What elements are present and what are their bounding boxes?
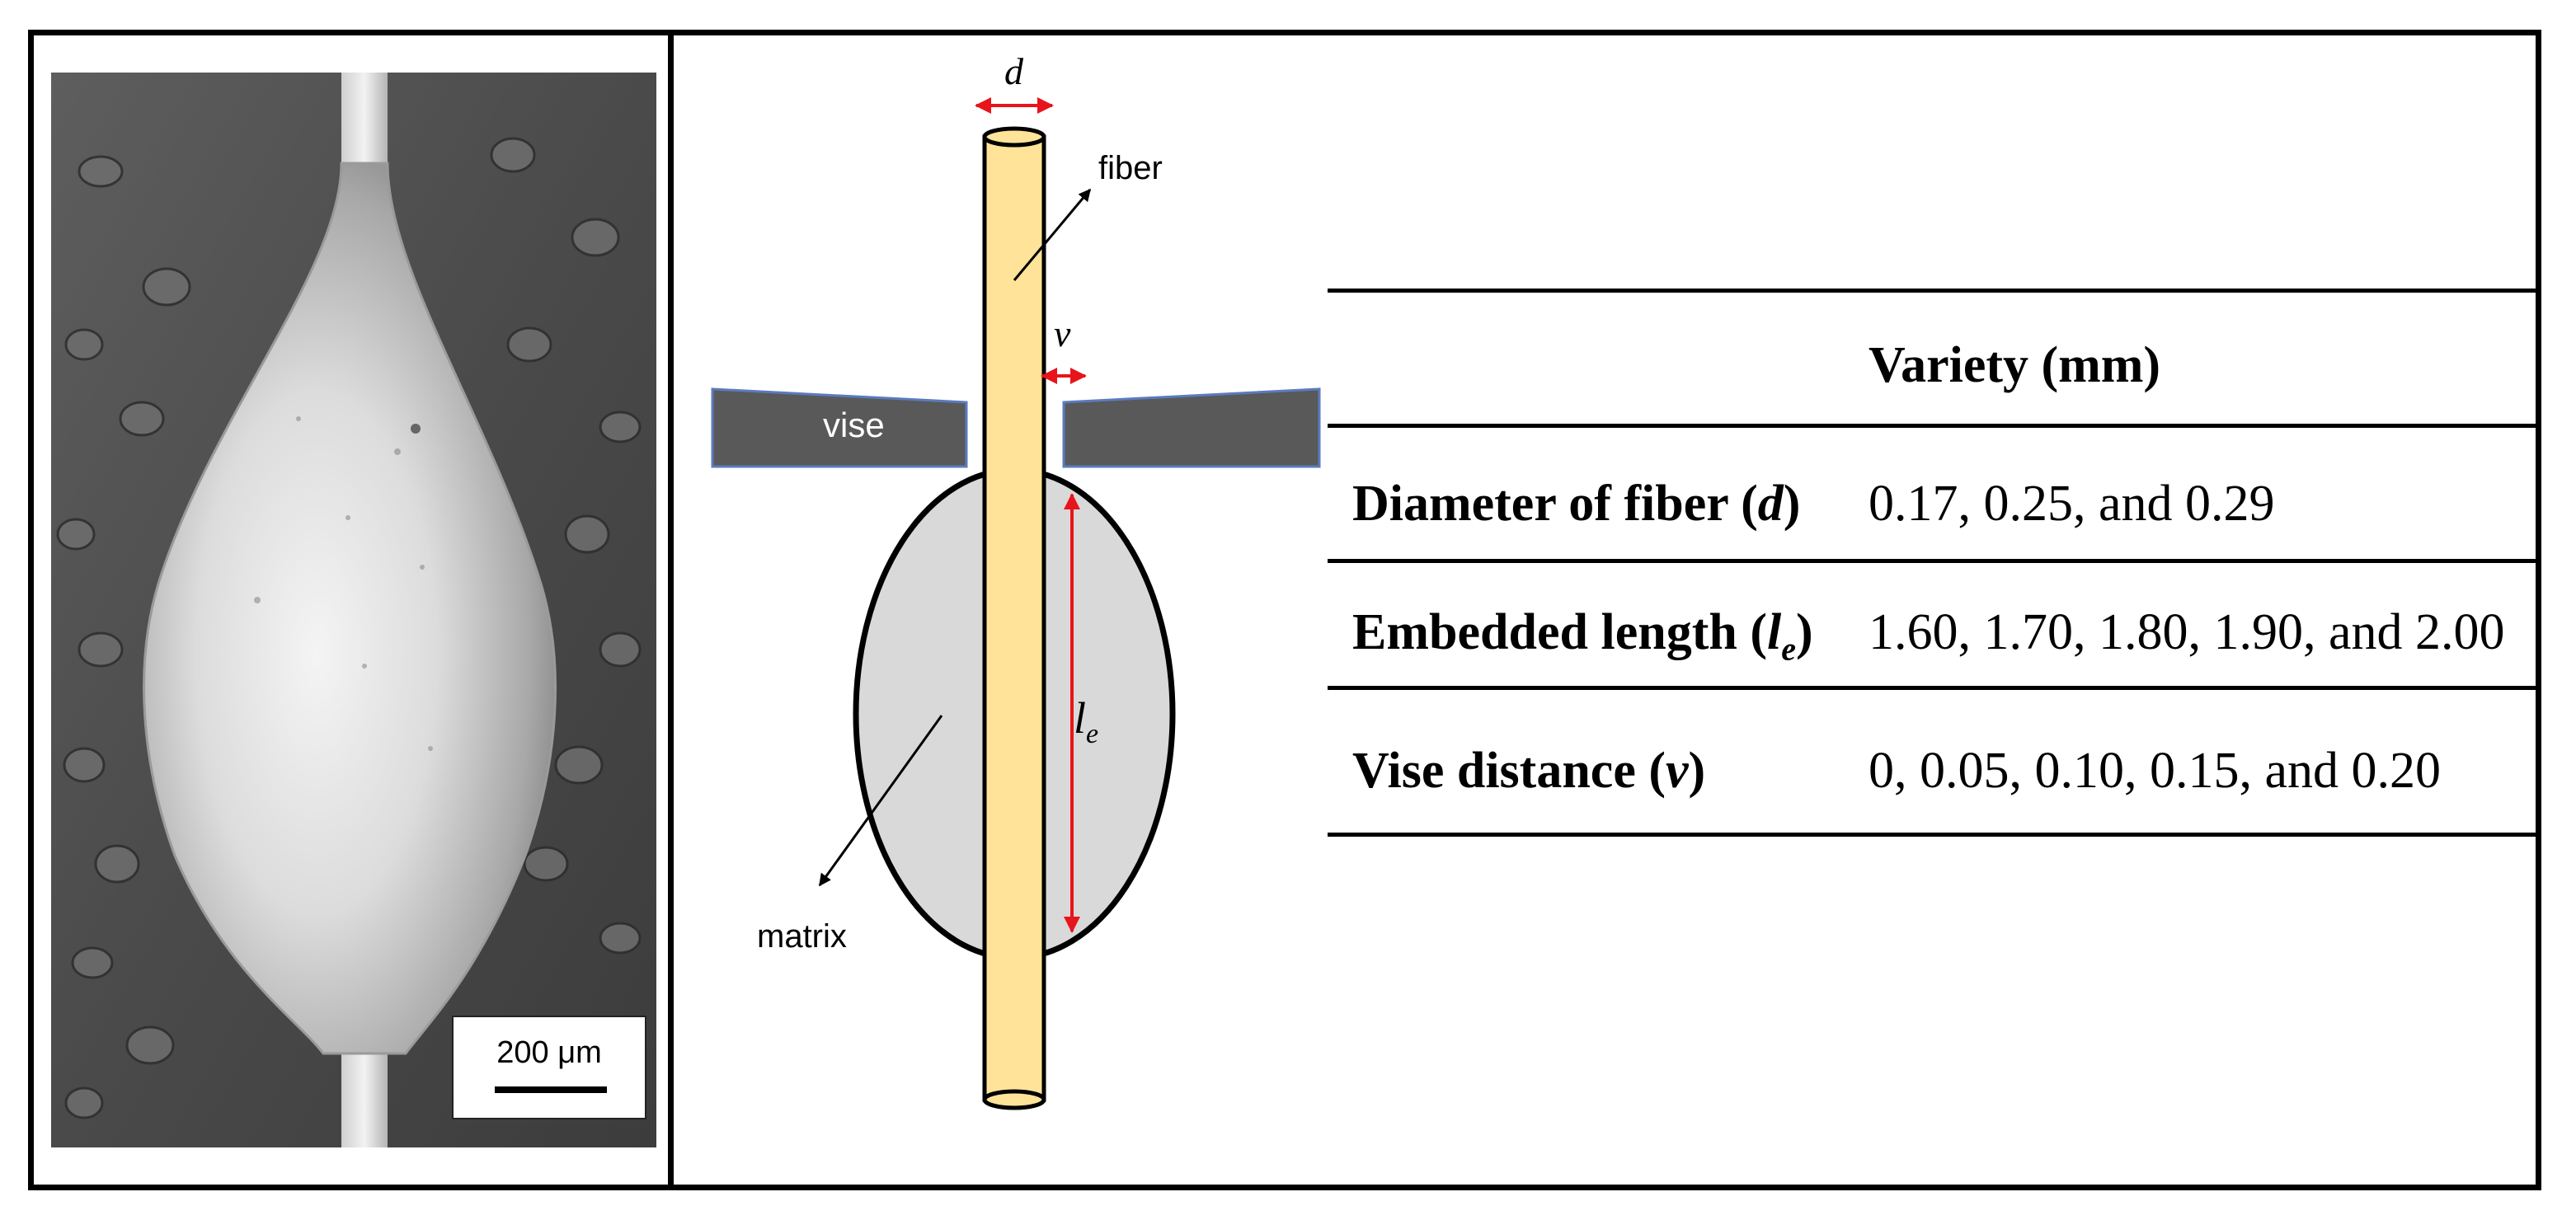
fiber-label: fiber bbox=[1098, 150, 1163, 186]
matrix-label: matrix bbox=[757, 918, 847, 955]
table-row-rule bbox=[1328, 559, 2536, 563]
diameter-label: d bbox=[1004, 50, 1023, 92]
fiber-leader-arrow bbox=[1013, 188, 1092, 281]
fiber bbox=[982, 134, 1046, 1102]
embedded-length-label: le bbox=[1074, 693, 1099, 749]
schematic-drawing bbox=[711, 97, 1321, 1110]
microbond-schematic: d fiber v vise le matrix bbox=[684, 33, 1344, 1187]
row-embedded-length-values: 1.60, 1.70, 1.80, 1.90, and 2.00 bbox=[1869, 604, 2505, 660]
table-bottom-rule bbox=[1328, 833, 2536, 837]
vise-label: vise bbox=[823, 406, 885, 444]
fiber-top-end bbox=[982, 126, 1046, 148]
scale-bar-label: 200 μm bbox=[496, 1035, 602, 1070]
table-row-rule bbox=[1328, 686, 2536, 690]
micrograph-image bbox=[51, 73, 656, 1147]
row-diameter-param: Diameter of fiber (d) bbox=[1352, 476, 1801, 532]
table-top-rule bbox=[1328, 289, 2536, 293]
table-header: Variety (mm) bbox=[1869, 337, 2161, 393]
sem-micrograph: 200 μm bbox=[51, 73, 656, 1147]
scale-bar bbox=[495, 1086, 607, 1093]
vise-right-jaw bbox=[1062, 387, 1321, 468]
figure-frame bbox=[28, 30, 2541, 1190]
row-embedded-length-param: Embedded length (le) bbox=[1352, 604, 1813, 668]
vise-left-jaw bbox=[711, 387, 968, 468]
scale-bar-box: 200 μm bbox=[452, 1016, 646, 1119]
panel-divider bbox=[668, 30, 674, 1190]
vise-distance-label: v bbox=[1054, 312, 1071, 354]
row-diameter-values: 0.17, 0.25, and 0.29 bbox=[1869, 476, 2275, 532]
matrix-leader-arrow bbox=[818, 715, 943, 887]
table-header-rule bbox=[1328, 424, 2536, 428]
row-vise-distance-param: Vise distance (v) bbox=[1352, 743, 1706, 799]
fiber-bottom-end bbox=[982, 1089, 1046, 1110]
row-vise-distance-values: 0, 0.05, 0.10, 0.15, and 0.20 bbox=[1869, 743, 2442, 799]
